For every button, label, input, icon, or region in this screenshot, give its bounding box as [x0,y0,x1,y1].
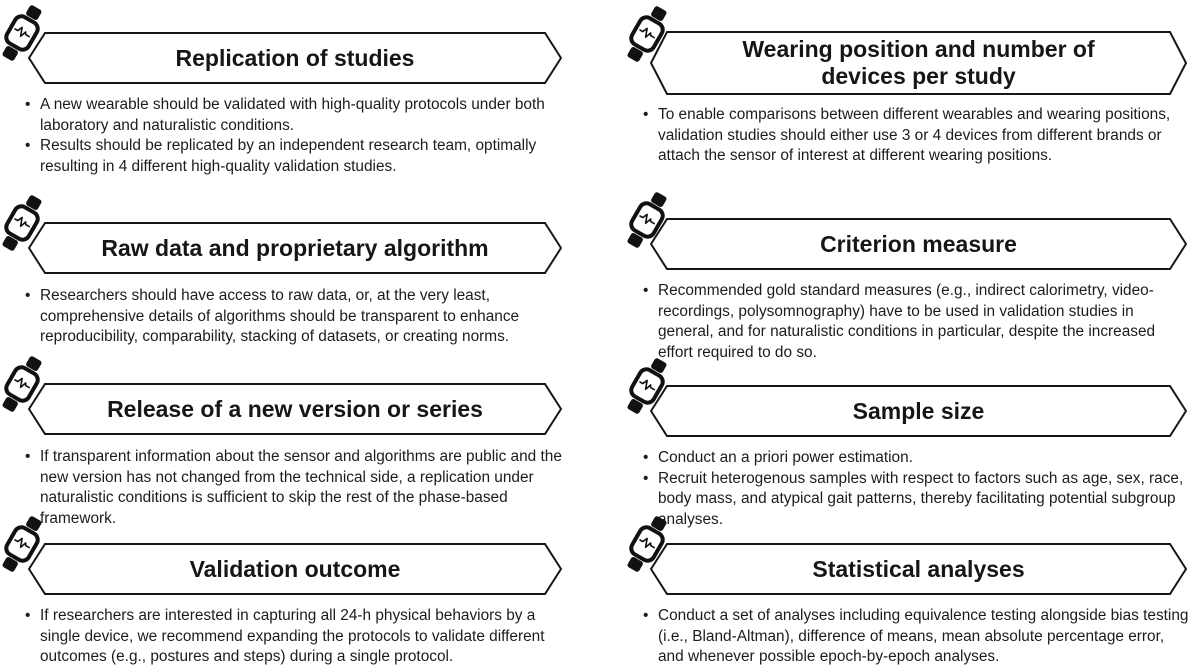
section-banner: Statistical analyses [650,543,1187,595]
smartwatch-ecg-icon [622,512,672,581]
section-title: Sample size [852,397,985,424]
smartwatch-ecg-icon [0,352,47,421]
section-bullets: If researchers are interested in capturi… [22,606,570,668]
section-banner: Raw data and proprietary algorithm [28,222,562,274]
bullet-item: Conduct a set of analyses including equi… [640,606,1192,668]
section-bullets: Conduct a set of analyses including equi… [640,606,1192,668]
section-bullets: To enable comparisons between different … [640,105,1192,167]
smartwatch-ecg-icon [0,512,47,581]
section-title: Release of a new version or series [107,395,483,422]
section-bullets: Conduct an a priori power estimation. Re… [640,448,1196,530]
section-banner: Replication of studies [28,32,562,84]
section-title: Wearing position and number of devices p… [742,36,1095,89]
section-title: Validation outcome [189,555,401,582]
section-bullets: If transparent information about the sen… [22,447,570,529]
smartwatch-ecg-icon [622,188,672,257]
section-title: Statistical analyses [812,555,1025,582]
smartwatch-ecg-icon [622,354,672,423]
bullet-item: If transparent information about the sen… [22,447,570,529]
section-title: Replication of studies [175,44,415,71]
section-banner: Sample size [650,385,1187,437]
section-title: Criterion measure [820,230,1017,257]
bullet-item: Results should be replicated by an indep… [22,136,570,177]
section-banner: Validation outcome [28,543,562,595]
bullet-item: Conduct an a priori power estimation. [640,448,1196,469]
smartwatch-ecg-icon [0,191,47,260]
section-bullets: Researchers should have access to raw da… [22,286,570,348]
bullet-item: Researchers should have access to raw da… [22,286,570,348]
bullet-item: If researchers are interested in capturi… [22,606,570,668]
smartwatch-ecg-icon [622,2,672,71]
bullet-item: Recruit heterogenous samples with respec… [640,469,1196,531]
bullet-item: To enable comparisons between different … [640,105,1192,167]
section-banner: Criterion measure [650,218,1187,270]
smartwatch-ecg-icon [0,1,47,70]
bullet-item: Recommended gold standard measures (e.g.… [640,281,1192,363]
bullet-item: A new wearable should be validated with … [22,95,570,136]
section-bullets: Recommended gold standard measures (e.g.… [640,281,1192,363]
section-banner: Release of a new version or series [28,383,562,435]
section-banner: Wearing position and number of devices p… [650,31,1187,95]
section-title: Raw data and proprietary algorithm [101,234,489,261]
section-bullets: A new wearable should be validated with … [22,95,570,177]
